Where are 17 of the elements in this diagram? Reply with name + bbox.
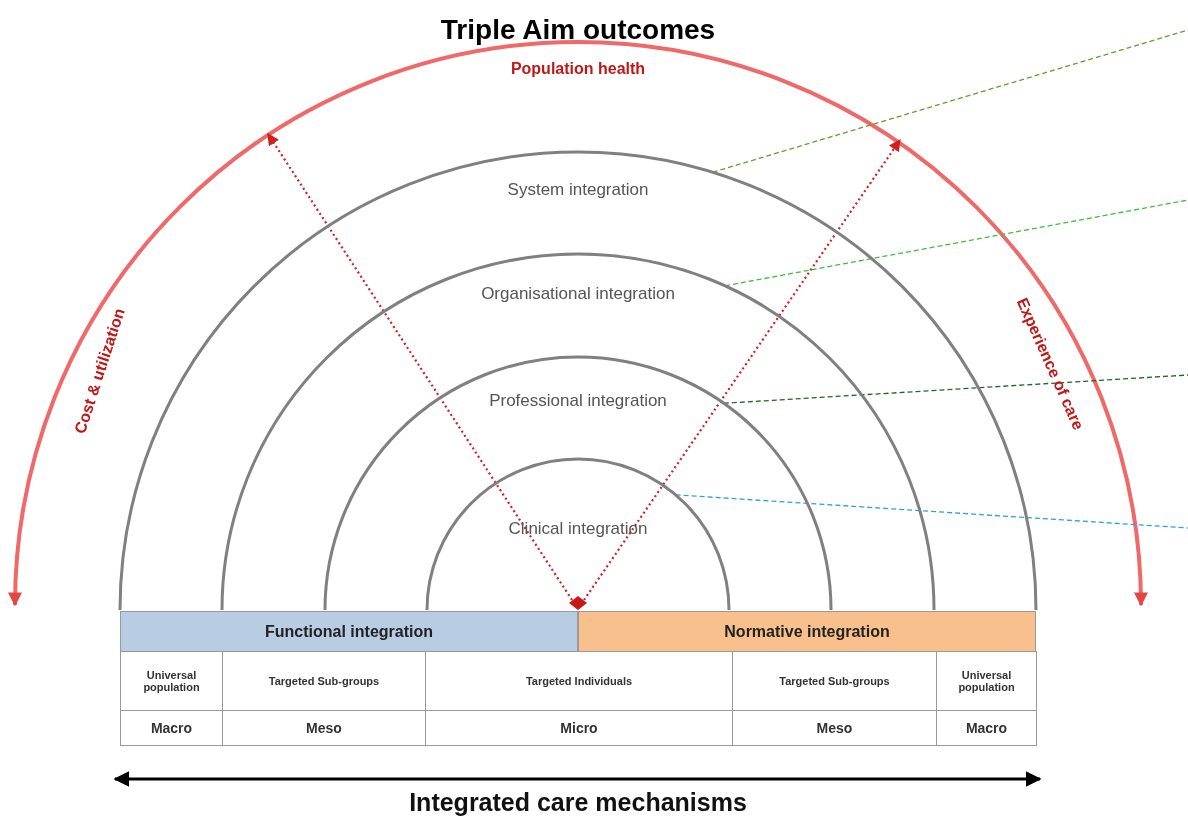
diamond-marker [569, 596, 587, 610]
table-cell: Macro [120, 710, 223, 746]
axis-label: Integrated care mechanisms [408, 788, 748, 817]
leader-line [675, 494, 1188, 529]
band-label: Organisational integration [481, 284, 675, 303]
table-cell: Macro [936, 710, 1037, 746]
band-label: Clinical integration [508, 519, 648, 538]
leader-line [712, 29, 1188, 173]
arc-label: Population health [509, 60, 647, 78]
category-band: Functional integration [120, 611, 578, 652]
band-label: System integration [507, 180, 649, 199]
arrow [583, 139, 901, 601]
arrow [267, 133, 573, 601]
category-band: Normative integration [578, 611, 1036, 652]
title: Triple Aim outcomes [440, 14, 716, 45]
leader-line [723, 374, 1188, 404]
band-label: Professional integration [489, 391, 667, 410]
